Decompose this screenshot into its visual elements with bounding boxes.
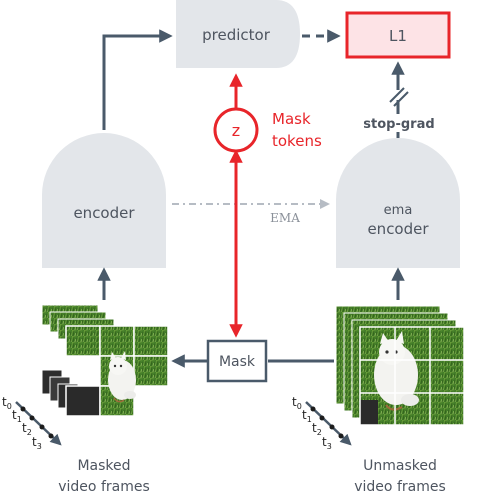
loss-label: L1 (389, 27, 407, 45)
svg-text:t3: t3 (322, 435, 332, 451)
svg-text:t2: t2 (312, 421, 322, 437)
stop-grad-mark (386, 87, 410, 107)
unmasked-video-frames: t0 t1 t2 t3 (292, 305, 465, 451)
encoder-label: encoder (73, 204, 135, 222)
masked-frame-front (65, 325, 169, 417)
masked-frames-label-line2: video frames (58, 479, 150, 495)
encoder-node: encoder (42, 133, 166, 268)
unmasked-frames-label-line1: Unmasked (363, 458, 437, 474)
svg-text:t3: t3 (32, 435, 42, 451)
stop-grad-label: stop-grad (363, 117, 434, 132)
masked-video-frames: t0 t1 t2 t3 (2, 304, 169, 451)
masked-kitten-image (108, 351, 136, 403)
mask-node: Mask (206, 339, 268, 383)
predictor-label: predictor (202, 26, 271, 44)
ema-encoder-label-line2: encoder (367, 220, 429, 238)
ema-encoder-label-line1: ema (384, 203, 413, 218)
mask-tokens-label-line2: tokens (272, 132, 322, 150)
svg-text:t0: t0 (292, 395, 302, 411)
mask-label: Mask (219, 354, 256, 370)
svg-text:t1: t1 (302, 408, 312, 424)
loss-node: L1 (345, 11, 451, 59)
ema-encoder-node: ema encoder (336, 138, 460, 268)
unmasked-frame-front (359, 326, 465, 426)
mask-tokens-label-line1: Mask (272, 110, 311, 128)
svg-text:t2: t2 (22, 421, 32, 437)
mask-token-symbol: z (232, 121, 240, 140)
svg-text:t0: t0 (2, 395, 12, 411)
encoder-to-predictor-edge (102, 29, 173, 130)
unmasked-frames-label-line2: video frames (354, 479, 446, 495)
masked-frames-label-line1: Masked (77, 458, 130, 474)
svg-text:t1: t1 (12, 408, 22, 424)
ema-edge-label: EMA (270, 211, 300, 225)
predictor-node: predictor (176, 0, 300, 68)
